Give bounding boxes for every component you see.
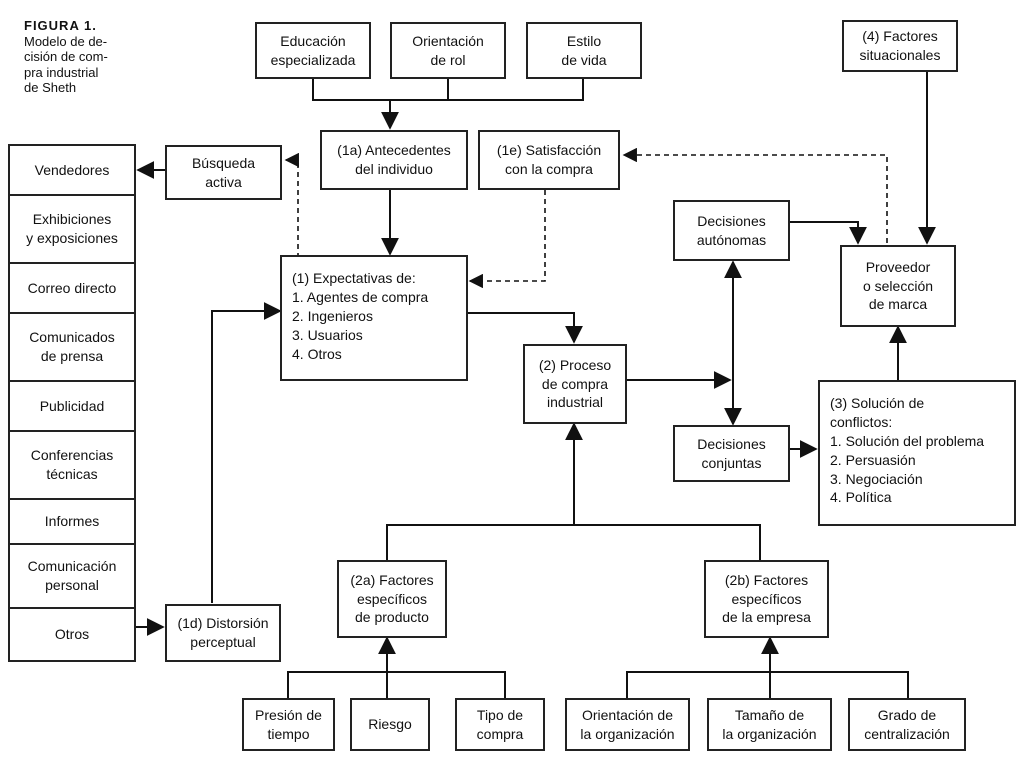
box-estilo-de-vida: Estilo de vida [526,22,642,79]
dashed-satisfaccion-expectativas [468,190,546,289]
dashed-proveedor-satisfaccion [622,147,888,243]
box-expectativas: (1) Expectativas de: 1. Agentes de compr… [280,255,468,381]
box-educacion-especializada: Educación especializada [255,22,371,79]
box-solucion-conflictos: (3) Solución de conflictos: 1. Solución … [818,380,1016,526]
box-factores-producto: (2a) Factores específicos de producto [337,560,447,638]
media-exhibiciones: Exhibiciones y exposiciones [10,194,134,262]
arrow-distorsion-expectativas [211,302,282,603]
box-decisiones-conjuntas: Decisiones conjuntas [673,425,790,482]
box-satisfaccion-compra: (1e) Satisfacción con la compra [478,130,620,190]
media-sources-list: Vendedores Exhibiciones y exposiciones C… [8,144,136,662]
media-correo-directo: Correo directo [10,262,134,312]
figure-description: Modelo de de- cisión de com- pra industr… [24,33,108,96]
box-orientacion-de-rol: Orientación de rol [390,22,506,79]
figure-title: FIGURA 1. [24,18,97,33]
figure-caption: FIGURA 1. Modelo de de- cisión de com- p… [24,18,134,96]
media-conferencias-tecnicas: Conferencias técnicas [10,430,134,498]
box-grado-centralizacion: Grado de centralización [848,698,966,751]
media-comunicacion-personal: Comunicación personal [10,543,134,607]
connector-bottom-right-merge [626,671,909,698]
box-presion-tiempo: Presión de tiempo [242,698,335,751]
media-comunicados-prensa: Comunicados de prensa [10,312,134,380]
box-factores-situacionales: (4) Factores situacionales [842,20,958,72]
box-orientacion-organizacion: Orientación de la organización [565,698,690,751]
arrow-autonomas-proveedor [790,221,867,245]
box-proceso-compra-industrial: (2) Proceso de compra industrial [523,344,627,424]
box-distorsion-perceptual: (1d) Distorsión perceptual [165,604,281,662]
dashed-expectativas-busqueda [284,152,299,258]
media-otros: Otros [10,607,134,660]
connector-factors-merge [386,524,761,560]
media-vendedores: Vendedores [34,161,110,178]
box-riesgo: Riesgo [350,698,430,751]
connector-bottom-left-merge [287,671,506,698]
box-proveedor-seleccion-marca: Proveedor o selección de marca [840,245,956,327]
box-tipo-compra: Tipo de compra [455,698,545,751]
box-tamano-organizacion: Tamaño de la organización [707,698,832,751]
box-antecedentes-individuo: (1a) Antecedentes del individuo [320,130,468,190]
media-informes: Informes [10,498,134,543]
arrow-expectativas-proceso [467,312,583,344]
media-publicidad: Publicidad [10,380,134,430]
box-factores-empresa: (2b) Factores específicos de la empresa [704,560,829,638]
box-decisiones-autonomas: Decisiones autónomas [673,200,790,261]
box-busqueda-activa: Búsqueda activa [165,145,282,200]
